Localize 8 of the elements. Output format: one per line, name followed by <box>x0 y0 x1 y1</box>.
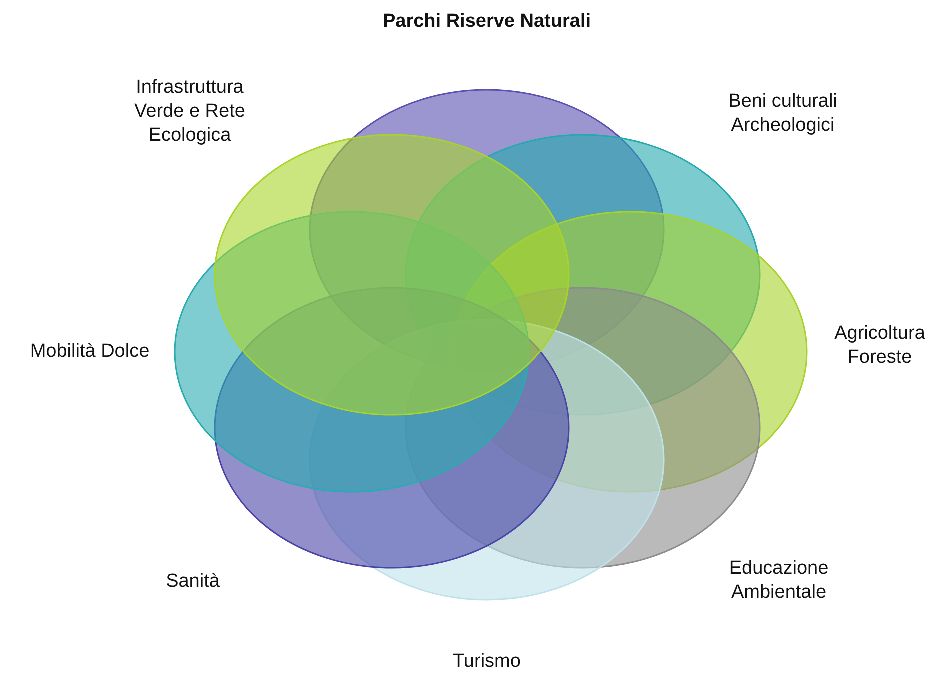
set-label: Sanità <box>165 570 221 594</box>
set-label: Beni culturali Archeologici <box>728 90 838 138</box>
set-label: Infrastruttura Verde e Rete Ecologica <box>134 76 246 148</box>
set-label: Agricoltura Foreste <box>834 322 926 370</box>
set-label: Educazione Ambientale <box>728 557 830 604</box>
set-label: Parchi Riserve Naturali <box>382 10 592 34</box>
set-label: Mobilità Dolce <box>29 340 151 364</box>
set-label: Turismo <box>452 650 522 674</box>
